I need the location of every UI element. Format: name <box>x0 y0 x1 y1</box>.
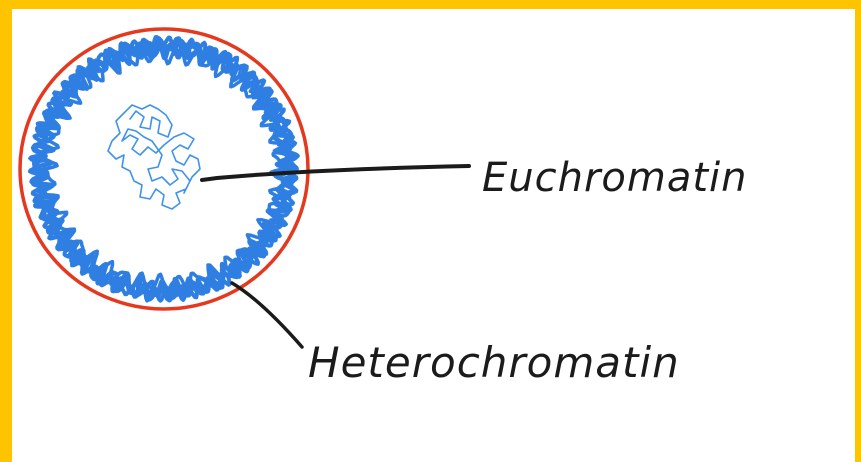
heterochromatin-leader-line <box>230 281 304 349</box>
heterochromatin-strand <box>27 35 300 303</box>
heterochromatin-strand <box>33 39 295 298</box>
heterochromatin-label: Heterochromatin <box>308 338 680 387</box>
nucleus-diagram: Euchromatin Heterochromatin <box>18 27 748 387</box>
heterochromatin-ring <box>27 35 300 303</box>
euchromatin-squiggle <box>107 104 201 210</box>
nuclear-membrane <box>18 27 310 311</box>
euchromatin-leader-line <box>200 164 471 182</box>
euchromatin-label: Euchromatin <box>482 155 748 201</box>
